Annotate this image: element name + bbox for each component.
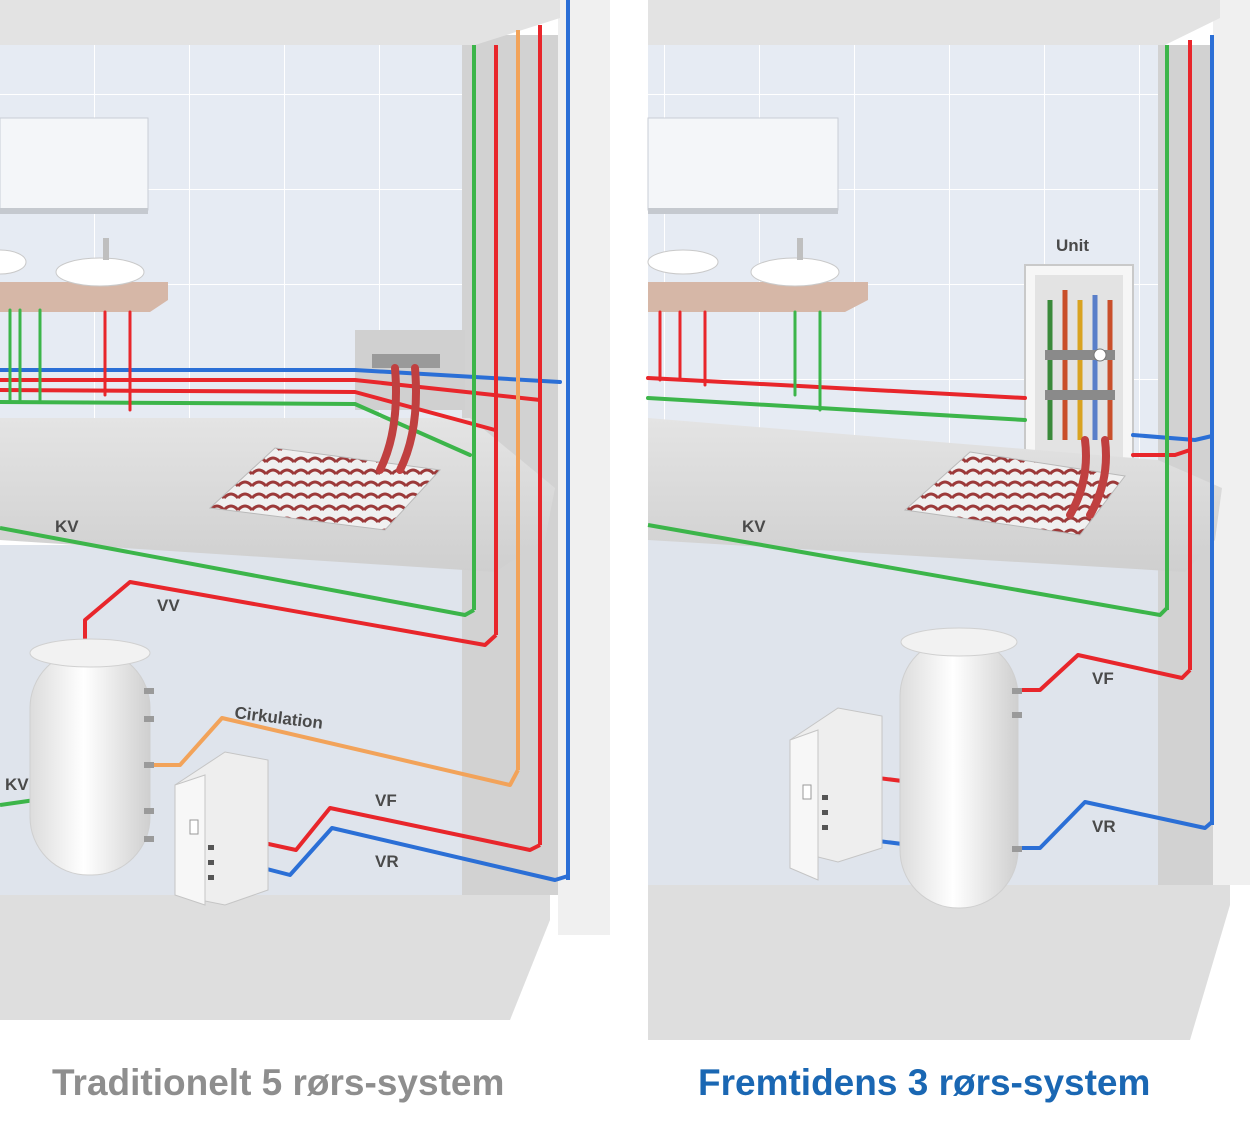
upper-pipes: [646, 310, 1214, 519]
manifold: [372, 354, 440, 368]
label-vf-right: VF: [1092, 669, 1114, 688]
label-vf-left: VF: [375, 791, 397, 810]
label-kv-upper: KV: [55, 517, 79, 536]
faucet: [103, 238, 109, 260]
hot-water-tank: [899, 627, 1022, 909]
bottom-floor-slab: [648, 885, 1230, 1040]
heat-exchanger: [789, 707, 883, 881]
mirror-shelf: [0, 208, 148, 214]
sink-basin: [55, 257, 145, 287]
label-unit: Unit: [1056, 236, 1089, 255]
upper-pipes: [0, 308, 562, 474]
bottom-floor-slab: [0, 895, 550, 1020]
outer-wall: [1213, 0, 1250, 885]
sink-basin: [0, 249, 27, 275]
vanity-counter: [0, 282, 168, 312]
sink-basin: [647, 249, 719, 275]
outer-wall: [558, 0, 610, 935]
faucet: [797, 238, 803, 260]
label-vv: VV: [157, 596, 180, 615]
label-kv-lower: KV: [5, 775, 29, 794]
ceiling-slab: [0, 0, 560, 45]
caption-future: Fremtidens 3 rørs-system: [698, 1062, 1151, 1103]
unit-cabinet: [1024, 264, 1134, 471]
sink-basin: [750, 257, 840, 287]
left-panel: KV VV Cirkulation KV VF VR: [0, 0, 610, 1020]
riser-pipes: [472, 0, 570, 880]
label-kv-right: KV: [742, 517, 766, 536]
caption-traditional: Traditionelt 5 rørs-system: [52, 1062, 505, 1103]
hot-water-tank: [29, 638, 154, 876]
mirror-shelf: [648, 208, 838, 214]
right-panel: Unit KV VF VR: [646, 0, 1250, 1040]
label-vr-left: VR: [375, 852, 399, 871]
mirror: [0, 117, 149, 211]
lower-pipes: [0, 526, 569, 882]
vanity-counter: [648, 282, 868, 312]
ceiling-slab: [648, 0, 1220, 45]
heat-exchanger: [174, 751, 269, 906]
label-vr-right: VR: [1092, 817, 1116, 836]
riser-pipes: [1165, 35, 1214, 825]
mirror: [647, 117, 839, 211]
